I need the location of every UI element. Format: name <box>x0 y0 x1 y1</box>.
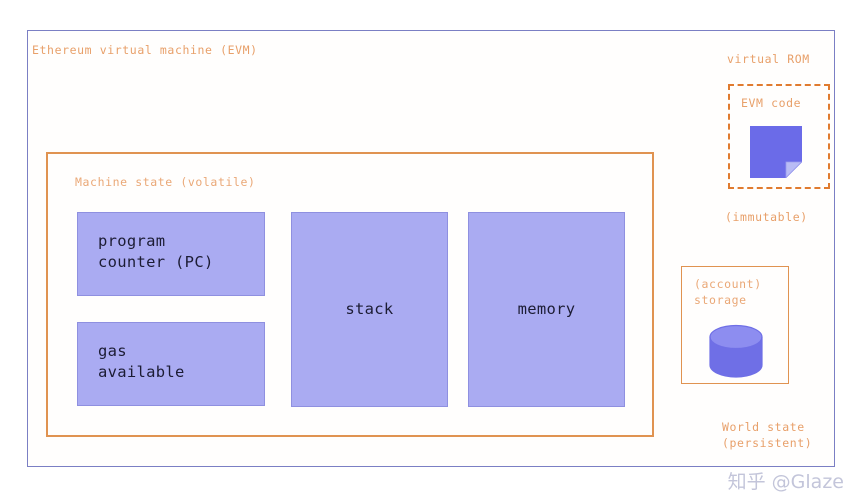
machine-state-container <box>46 152 654 437</box>
program-counter-box: program counter (PC) <box>77 212 265 296</box>
gas-available-box: gas available <box>77 322 265 406</box>
evm-code-dashed-box <box>728 84 830 189</box>
virtual-rom-heading: virtual ROM <box>727 52 810 66</box>
memory-box: memory <box>468 212 625 407</box>
watermark-label: 知乎 @Glaze <box>727 471 844 493</box>
machine-state-title-label: Machine state (volatile) <box>75 175 256 189</box>
stack-box: stack <box>291 212 448 407</box>
document-icon <box>750 126 802 178</box>
database-cylinder-icon <box>709 324 763 378</box>
evm-code-label: EVM code <box>741 96 802 110</box>
world-state-footnote: World state (persistent) <box>722 420 813 450</box>
account-storage-label: (account) storage <box>694 277 762 307</box>
account-storage-box <box>681 266 789 384</box>
evm-title-label: Ethereum virtual machine (EVM) <box>32 43 258 57</box>
immutable-footnote: (immutable) <box>725 210 808 224</box>
